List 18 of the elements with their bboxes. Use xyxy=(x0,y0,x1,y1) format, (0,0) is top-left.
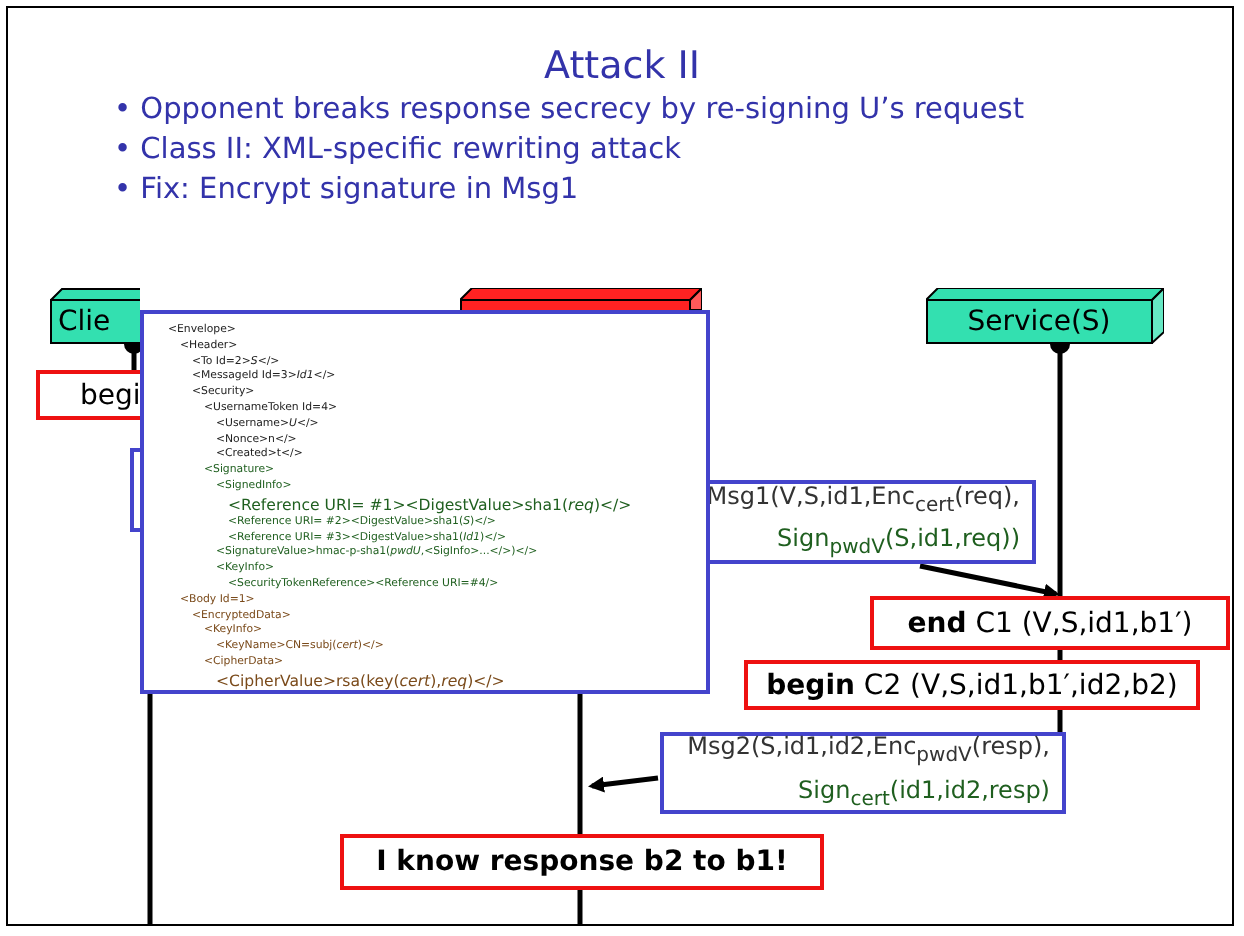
message-arrow xyxy=(588,775,659,793)
event-box: begin C2 (V,S,id1,b1′,id2,b2) xyxy=(744,660,1200,710)
message-arrow xyxy=(919,563,1060,600)
event-box: I know response b2 to b1! xyxy=(340,834,824,890)
lifeline-head-box xyxy=(460,288,702,310)
bullet-text: • Opponent breaks response secrecy by re-signing U’s request xyxy=(114,92,1025,128)
lifeline-head-box: Clie xyxy=(50,288,140,344)
bullet-text: • Fix: Encrypt signature in Msg1 xyxy=(114,172,579,208)
event-box: begi xyxy=(36,370,140,420)
slide-title: Attack II xyxy=(542,44,702,88)
message-box: Msg1(V,S,id1,Enc$_{cert}$(req), Sign$_{pwdV}$(S,id1,req)) xyxy=(704,480,1036,564)
bullet-text: • Class II: XML-specific rewriting attack xyxy=(114,132,682,168)
message-box xyxy=(130,448,140,532)
lifeline xyxy=(1057,650,1063,660)
lifeline xyxy=(577,694,583,834)
message-box: Msg2(S,id1,id2,Enc$_{pwdV}$(resp), Sign$_{cert}$(id1,id2,resp) xyxy=(660,732,1066,814)
lifeline xyxy=(1057,710,1063,732)
event-box: end C1 (V,S,id1,b1′) xyxy=(870,596,1230,650)
